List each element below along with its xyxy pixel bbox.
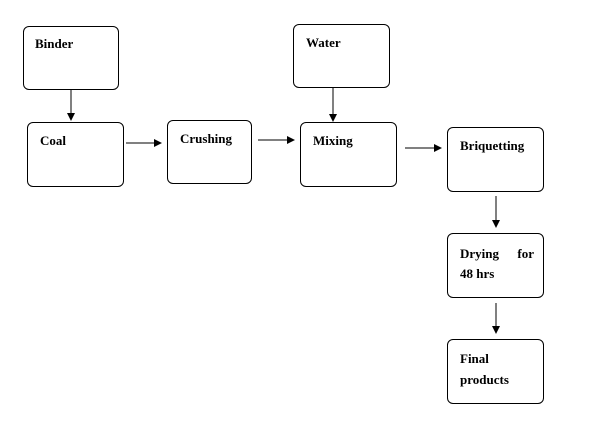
drying-label-line1: Drying for (460, 246, 534, 261)
drying-node: Drying for 48 hrs (447, 233, 544, 298)
binder-node: Binder (23, 26, 119, 90)
binder-label: Binder (35, 36, 74, 51)
water-node: Water (293, 24, 390, 88)
crushing-node: Crushing (167, 120, 252, 184)
mixing-node: Mixing (300, 122, 397, 187)
briquetting-node: Briquetting (447, 127, 544, 192)
final-products-label-line2: products (460, 372, 509, 387)
final-products-label-line1: Final (460, 351, 489, 366)
briquetting-label: Briquetting (460, 138, 525, 153)
mixing-label: Mixing (313, 133, 353, 148)
drying-label-line2: 48 hrs (460, 266, 495, 281)
coal-label: Coal (40, 133, 66, 148)
coal-node: Coal (27, 122, 124, 187)
crushing-label: Crushing (180, 131, 233, 146)
water-label: Water (306, 35, 341, 50)
final-products-node: Final products (447, 339, 544, 404)
